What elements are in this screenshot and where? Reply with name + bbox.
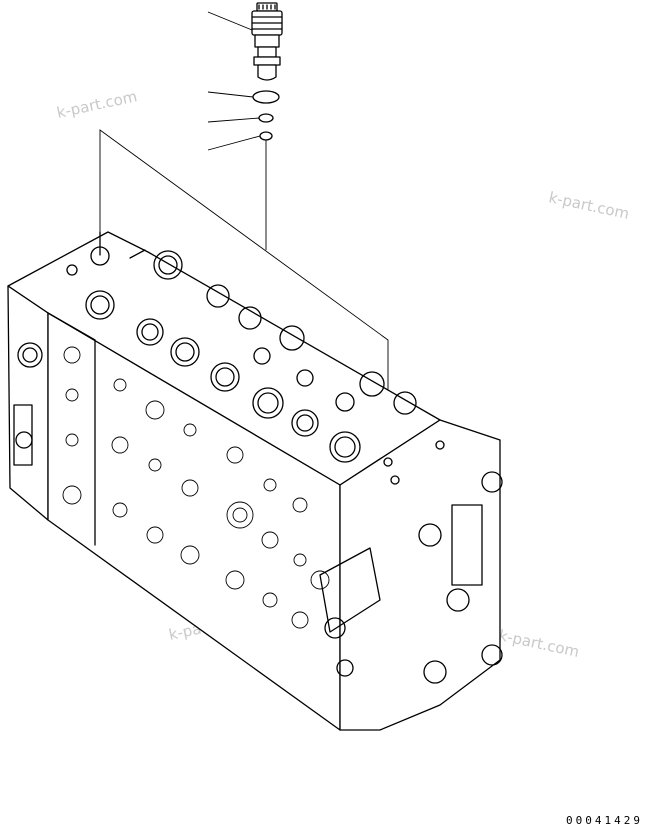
o-ring-large [252,90,280,104]
watermark-2: k-part.com [547,188,631,223]
leader-line-3 [207,117,260,123]
relief-valve-cartridge [251,2,283,81]
control-valve-body [7,231,503,731]
leader-line-4 [207,135,261,151]
watermark-4: k-part.com [497,626,581,661]
leader-line-2 [207,91,254,98]
backup-ring [259,131,273,141]
drawing-code: 00041429 [566,814,643,827]
watermark-1: k-part.com [55,87,139,122]
leader-line-1 [207,11,253,31]
o-ring-medium [258,113,274,123]
